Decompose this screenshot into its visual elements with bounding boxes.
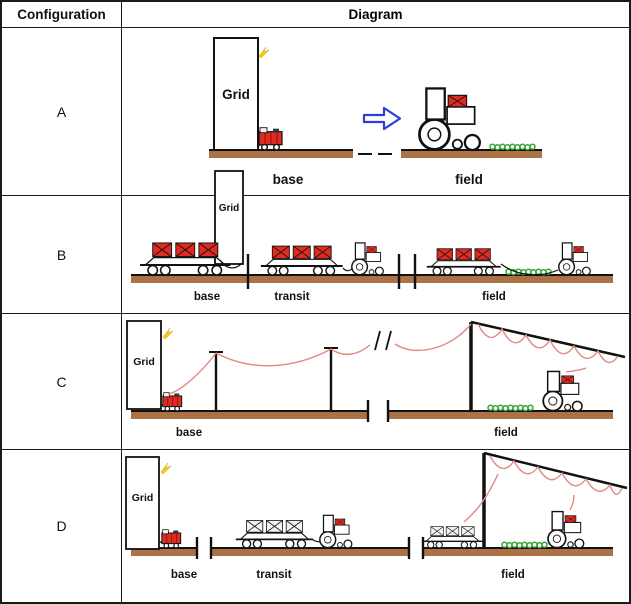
flatbed-truck-icon (421, 525, 484, 549)
stage-label-field: field (501, 569, 525, 581)
flatbed-truck-icon (259, 245, 344, 276)
drop-wire (569, 494, 575, 511)
tractor-icon (351, 242, 385, 276)
festoon-wire (477, 323, 619, 364)
ground-base (131, 411, 368, 419)
ground-field (388, 411, 613, 419)
power-wire (330, 344, 371, 356)
crop-row-icon (501, 541, 548, 549)
grid-label: Grid (222, 87, 250, 102)
table-header-row: Configuration Diagram (2, 2, 629, 28)
config-letter-d: D (2, 450, 122, 602)
battery-cart-icon (162, 392, 183, 412)
table-row-a: A Grid base field (2, 28, 629, 196)
diagram-cell-d: Grid base transit field (122, 450, 629, 602)
table-row-b: B Grid base transit (2, 170, 629, 314)
battery-cart-icon (161, 529, 182, 549)
diagram-c: Grid (126, 320, 626, 439)
ground (131, 275, 613, 283)
drop-wire (565, 367, 587, 373)
grid-box (126, 320, 162, 410)
charge-cable (500, 263, 559, 276)
battery-cart-icon (258, 126, 283, 151)
config-letter-a: A (2, 28, 122, 195)
stage-label-base: base (176, 427, 202, 439)
grid-box (213, 37, 259, 151)
power-wire (394, 323, 472, 352)
grid-label: Grid (219, 203, 240, 214)
canopy-roof (470, 320, 626, 359)
diagram-d: Grid base transit field (125, 451, 628, 581)
config-letter-c: C (2, 314, 122, 449)
diagram-b: Grid base transit field (131, 170, 613, 303)
ground-base (209, 150, 353, 158)
power-wire (167, 352, 217, 395)
config-letter-label: A (56, 103, 67, 120)
stage-label-transit: transit (256, 569, 291, 581)
transfer-arrow-icon (362, 106, 402, 131)
drop-wire (463, 473, 499, 523)
stage-label-base: base (194, 291, 220, 303)
wire-break-bar (385, 330, 392, 351)
flatbed-truck-icon (234, 519, 315, 549)
diagram-cell-a: Grid base field (122, 28, 629, 195)
stage-label-field: field (494, 427, 518, 439)
utility-pole-icon (324, 347, 338, 411)
diagram-column-header: Diagram (348, 7, 403, 22)
spark-icon (162, 327, 174, 340)
config-letter-label: D (56, 518, 67, 534)
grid-label: Grid (133, 356, 155, 368)
stage-label-field: field (455, 172, 483, 187)
config-letter-label: C (56, 373, 67, 390)
ground-field (401, 150, 542, 158)
power-wire (215, 348, 332, 367)
table-row-d: D Grid (2, 450, 629, 602)
tractor-icon (319, 514, 353, 549)
stage-label-transit: transit (274, 291, 309, 303)
crop-row-icon (487, 404, 534, 412)
tractor-icon (418, 87, 482, 152)
stage-label-field: field (482, 291, 506, 303)
stage-label-base: base (171, 569, 197, 581)
diagram-a: Grid base field (209, 37, 542, 187)
grid-label: Grid (132, 492, 154, 504)
grid-box (125, 456, 160, 550)
grid-box (214, 170, 244, 265)
spark-icon (160, 462, 172, 475)
utility-pole-icon (209, 351, 223, 411)
config-letter-b: B (2, 196, 122, 313)
table-row-c: C Grid (2, 314, 629, 450)
tractor-icon (547, 510, 585, 549)
tractor-icon (542, 370, 583, 412)
diagram-cell-c: Grid (122, 314, 629, 449)
ground-field (423, 548, 613, 556)
wire-break-bar (374, 330, 381, 351)
stage-label-base: base (273, 172, 304, 187)
ground-transit (211, 548, 409, 556)
diagram-cell-b: Grid base transit field (122, 170, 629, 313)
canopy-roof (483, 451, 628, 490)
configuration-column-header: Configuration (2, 2, 122, 27)
ground-base (131, 548, 197, 556)
flatbed-truck-icon (425, 247, 502, 276)
config-letter-label: B (56, 246, 67, 263)
spark-icon (258, 46, 270, 59)
crop-row-icon (489, 143, 536, 151)
tractor-icon (558, 242, 592, 276)
festoon-wire (489, 455, 623, 495)
